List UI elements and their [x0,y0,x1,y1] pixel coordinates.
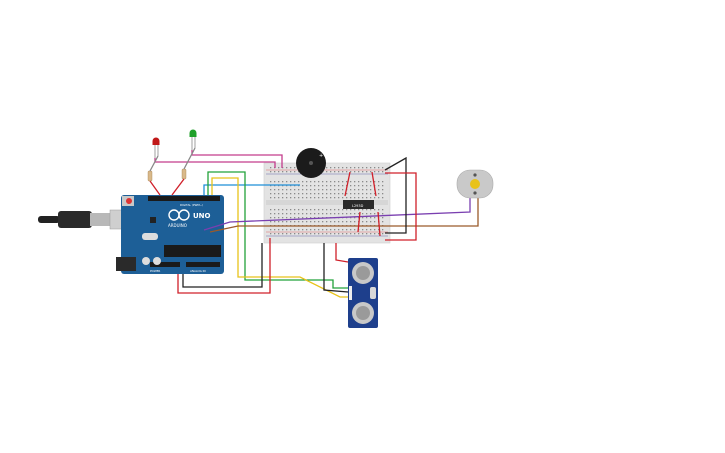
ic-label: L293D [352,204,364,208]
power-header-label: POWER [150,269,160,273]
arduino-label: ARDUINO [168,223,187,228]
piezo-buzzer[interactable]: + [296,148,326,178]
svg-text:+: + [319,153,323,159]
led-red[interactable] [152,137,160,159]
ultrasonic-sensor[interactable] [348,258,378,328]
motor-driver-ic[interactable]: L293D [343,200,374,209]
dc-motor[interactable] [456,169,494,199]
arduino-uno-board[interactable]: UNO ARDUINO DIGITAL (PWM~) POWER ANALOG … [116,195,224,274]
analog-header-label: ANALOG IN [190,269,206,273]
uno-label: UNO [193,212,211,220]
digital-header-label: DIGITAL (PWM~) [180,203,203,207]
wires [149,147,479,298]
resistor-2[interactable] [181,168,187,180]
led-green[interactable] [189,129,197,151]
resistor-1[interactable] [147,170,153,182]
